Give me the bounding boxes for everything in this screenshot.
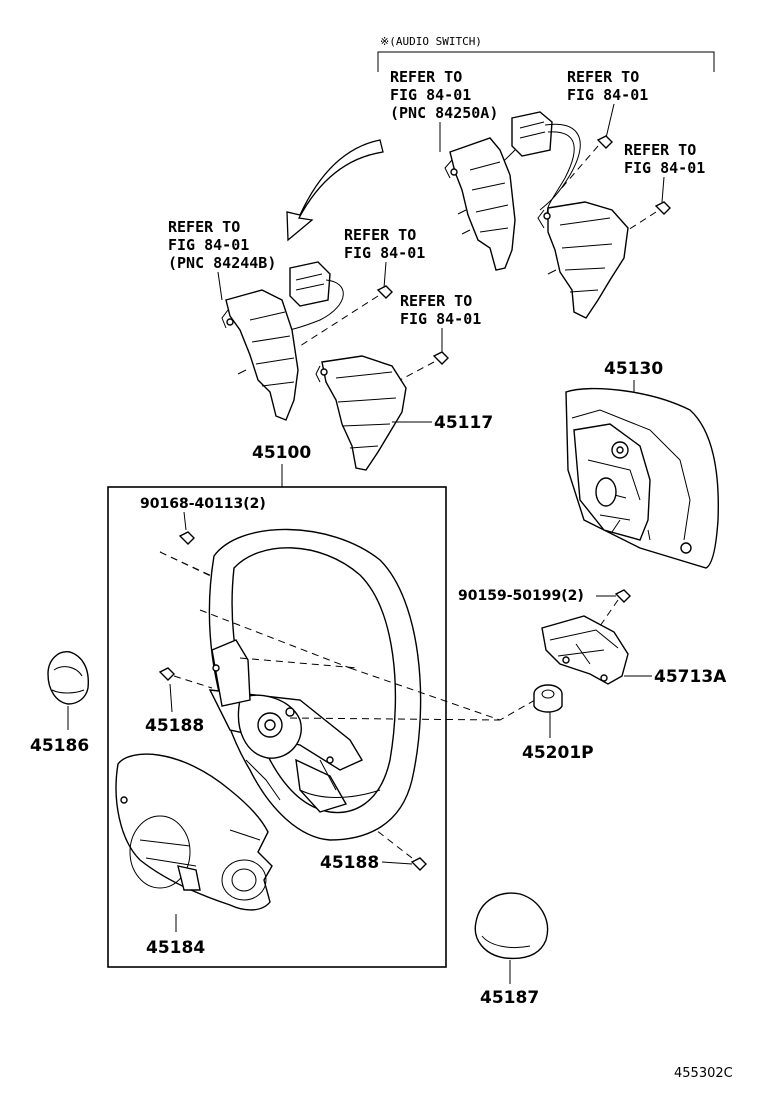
part-number-45186: 45186 <box>30 736 89 756</box>
audio-switch-header: ※(AUDIO SWITCH) <box>377 35 715 72</box>
ref-line-2: FIG 84-01 <box>567 86 648 104</box>
part-number-45201p: 45201P <box>522 743 594 763</box>
ref-line-1: REFER TO <box>390 68 462 86</box>
part-number-45187: 45187 <box>480 988 539 1008</box>
audio-switch-upper-assembly <box>444 111 671 319</box>
lower-cover-45184: 45184 <box>115 753 273 958</box>
part-number-45100: 45100 <box>252 443 311 463</box>
ref-mid-center-lower: REFER TO FIG 84-01 <box>400 292 481 352</box>
ref-line-1: REFER TO <box>344 226 416 244</box>
ref-mid-left: REFER TO FIG 84-01 (PNC 84244B) <box>168 218 276 301</box>
ref-line-1: REFER TO <box>567 68 639 86</box>
part-number-45188-upper: 45188 <box>145 716 204 736</box>
ref-line-3: (PNC 84250A) <box>390 104 498 122</box>
cover-45186: 45186 <box>30 651 89 756</box>
ref-line-1: REFER TO <box>168 218 240 236</box>
airbag-pad-45130: 45130 <box>565 359 719 569</box>
ref-line-2: FIG 84-01 <box>624 159 705 177</box>
bolt-icon <box>178 531 195 545</box>
audio-switch-note: ※(AUDIO SWITCH) <box>380 35 482 48</box>
curved-arrow-icon <box>286 139 384 242</box>
steering-wheel-box: 45100 <box>107 443 447 968</box>
figure-code: 455302C <box>674 1066 733 1081</box>
screw-icon <box>158 667 175 681</box>
ref-line-2: FIG 84-01 <box>344 244 425 262</box>
ref-line-2: FIG 84-01 <box>390 86 471 104</box>
ref-line-2: FIG 84-01 <box>400 310 481 328</box>
bracket-45713a: 90159-50199(2) 45713A <box>458 588 727 687</box>
ref-upper-left: REFER TO FIG 84-01 (PNC 84250A) <box>390 68 498 152</box>
part-number-45117: 45117 <box>434 413 493 433</box>
part-number-90159-50199: 90159-50199(2) <box>458 588 584 604</box>
ref-line-1: REFER TO <box>400 292 472 310</box>
nut-45201p: 45201P <box>289 667 594 763</box>
screw-icon <box>410 857 427 871</box>
part-number-90168-40113: 90168-40113(2) <box>140 496 266 512</box>
part-number-45130: 45130 <box>604 359 663 379</box>
part-number-45188-lower: 45188 <box>320 853 379 873</box>
part-number-45713a: 45713A <box>654 667 727 687</box>
steering-wheel-45100 <box>199 528 422 841</box>
cap-45187: 45187 <box>474 892 549 1008</box>
ref-line-3: (PNC 84244B) <box>168 254 276 272</box>
ref-upper-right-lower: REFER TO FIG 84-01 <box>624 141 705 203</box>
ref-mid-center-top: REFER TO FIG 84-01 <box>344 226 425 289</box>
audio-switch-mid-assembly <box>221 261 449 471</box>
ref-line-2: FIG 84-01 <box>168 236 249 254</box>
part-number-45184: 45184 <box>146 938 205 958</box>
ref-upper-right-top: REFER TO FIG 84-01 <box>567 68 648 139</box>
ref-line-1: REFER TO <box>624 141 696 159</box>
